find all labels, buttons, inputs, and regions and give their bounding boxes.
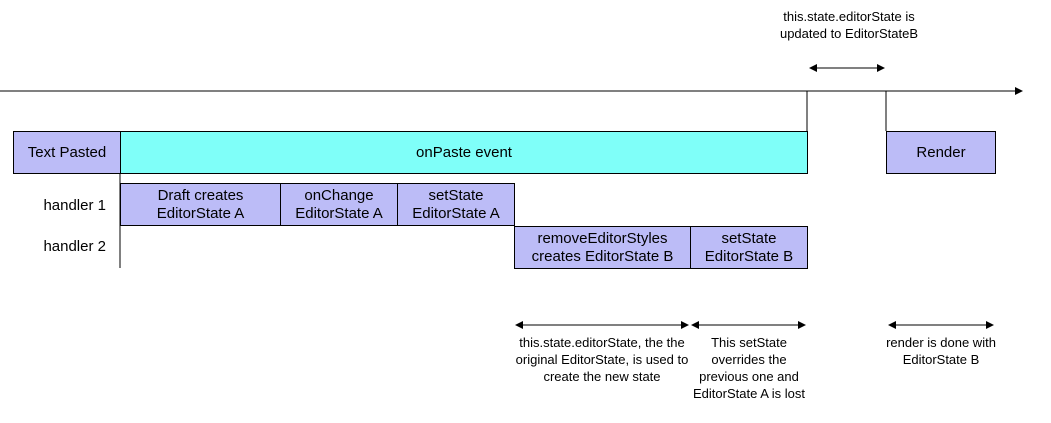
render-box: Render bbox=[886, 131, 996, 174]
overrides-note: This setState overrides the previous one… bbox=[692, 335, 805, 401]
original-state-note: this.state.editorState, the the original… bbox=[515, 335, 689, 384]
onchange-box: onChange EditorState A bbox=[280, 183, 398, 226]
setstate-a-box: setState EditorState A bbox=[397, 183, 515, 226]
top-note: this.state.editorState is updated to Edi… bbox=[779, 9, 919, 41]
render-done-note: render is done with EditorState B bbox=[886, 335, 996, 367]
remove-styles-box: removeEditorStyles creates EditorState B bbox=[514, 226, 691, 269]
handler-1-label: handler 1 bbox=[43, 197, 106, 214]
onpaste-event-box: onPaste event bbox=[120, 131, 808, 174]
handler-2-label: handler 2 bbox=[43, 238, 106, 255]
setstate-b-box: setState EditorState B bbox=[690, 226, 808, 269]
text-pasted-box: Text Pasted bbox=[13, 131, 121, 174]
draft-creates-box: Draft creates EditorState A bbox=[120, 183, 281, 226]
